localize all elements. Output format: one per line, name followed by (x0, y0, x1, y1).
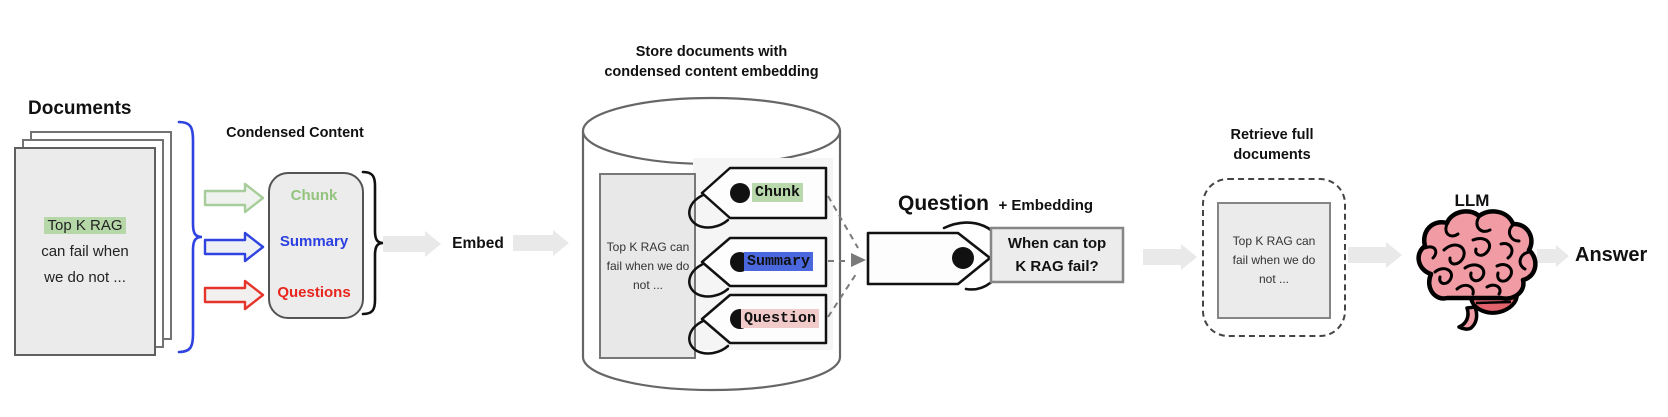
retrieve-title: Retrieve full documents (1197, 125, 1347, 165)
stored-doc-line: fail when we do (606, 259, 690, 273)
flow-arrow-5 (1537, 245, 1569, 267)
flow-arrow-4 (1348, 242, 1402, 268)
stored-doc-line: Top K RAG can (606, 240, 690, 254)
condensed-item-chunk: Chunk (290, 187, 338, 204)
doc-line: can fail when (41, 242, 129, 260)
query-title-main: Question (898, 192, 990, 215)
flow-arrow-3 (1143, 244, 1197, 270)
chunk-tag-hole (730, 183, 750, 203)
question-tag-label: Question (741, 309, 820, 328)
retrieve-title-line2: documents (1233, 147, 1311, 163)
condensed-content-title: Condensed Content (226, 125, 364, 141)
stored-document (599, 173, 696, 359)
store-title-line1: Store documents with (635, 44, 788, 60)
question-line: When can top (1007, 235, 1107, 252)
retrieved-documents-container (1202, 178, 1346, 337)
retrieved-document: Top K RAG can fail when we do not ... (1217, 202, 1331, 319)
dashed-connectors (827, 195, 859, 318)
question-box (989, 226, 1125, 284)
retrieve-title-line1: Retrieve full (1230, 127, 1314, 143)
summary-tag-string (688, 262, 730, 298)
question-tag-string (688, 319, 730, 355)
query-title-plus: + Embedding (998, 197, 1094, 214)
store-title: Store documents with condensed content e… (586, 42, 837, 82)
llm-label: LLM (1454, 191, 1490, 210)
condensed-item-summary: Summary (279, 233, 349, 250)
summary-tag-label: Summary (744, 252, 814, 271)
flow-arrow-1 (383, 231, 441, 257)
database-cylinder-top (581, 96, 842, 166)
retrieved-doc-line: not ... (1258, 272, 1290, 286)
retrieved-doc-line: Top K RAG can (1232, 234, 1316, 248)
doc-line: we do not ... (44, 268, 126, 286)
store-title-line2: condensed content embedding (604, 64, 819, 80)
query-tag (866, 231, 992, 286)
black-brace (361, 170, 384, 316)
dashed-arrowhead (851, 253, 866, 267)
document-page-front: Top K RAG can fail when we do not ... (14, 147, 156, 356)
embed-label: Embed (452, 235, 504, 252)
question-line: K RAG fail? (1015, 258, 1099, 275)
blue-arrow (203, 231, 265, 263)
red-arrow (203, 279, 265, 311)
brain-icon (1416, 209, 1538, 331)
chunk-tag-label: Chunk (752, 183, 804, 202)
query-tag-hole (952, 247, 974, 269)
retrieved-doc-line: fail when we do (1232, 253, 1316, 267)
condensed-content-box (268, 172, 364, 319)
query-title: Question + Embedding (898, 192, 1093, 216)
chunk-tag-string (688, 193, 730, 229)
green-arrow (203, 182, 265, 214)
flow-arrow-2 (513, 230, 569, 256)
stored-doc-line: not ... (632, 278, 664, 292)
documents-title: Documents (28, 98, 132, 119)
question-box-text: When can top K RAG fail? (991, 228, 1123, 282)
condensed-item-questions: Questions (277, 284, 351, 301)
stored-document-text: Top K RAG can fail when we do not ... (602, 238, 694, 295)
doc-line-highlighted: Top K RAG (44, 213, 126, 239)
blue-brace (177, 120, 203, 354)
highlighted-text: Top K RAG (44, 216, 126, 234)
answer-label: Answer (1575, 244, 1648, 266)
